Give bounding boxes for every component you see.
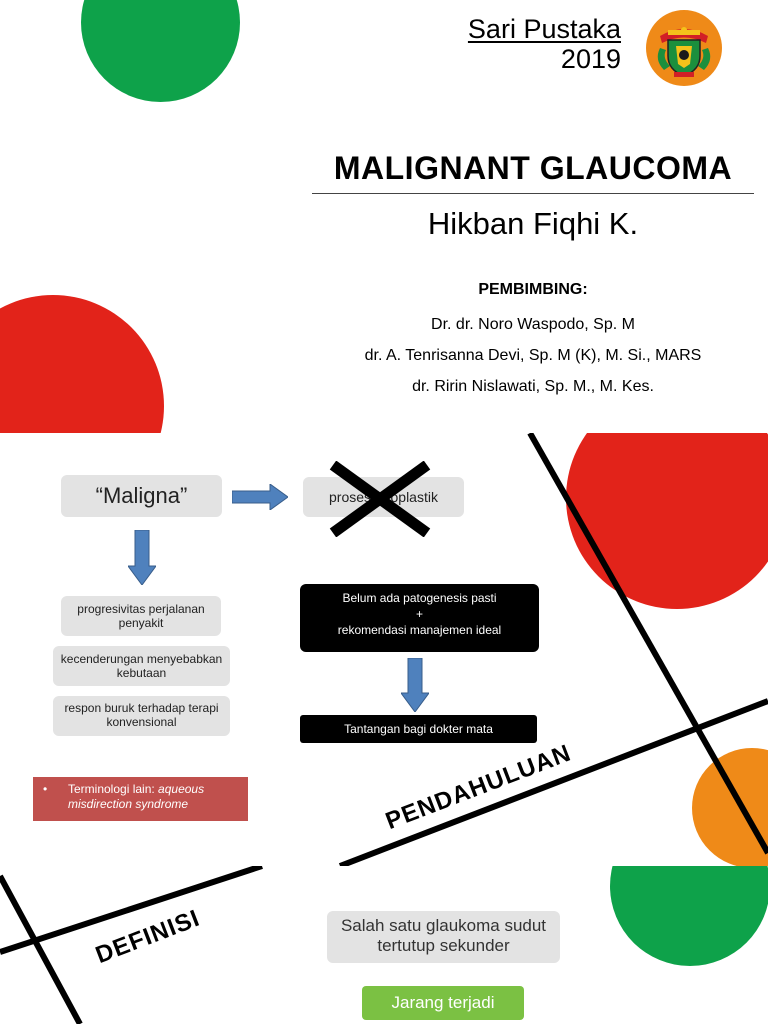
- pathogenesis-plus: +: [415, 607, 423, 621]
- challenge-label: Tantangan bagi dokter mata: [344, 722, 493, 736]
- university-seal-icon: [646, 10, 722, 86]
- pathogenesis-line: Belum ada patogenesis pasti: [342, 591, 497, 605]
- supervisor-list: Dr. dr. Noro Waspodo, Sp. M dr. A. Tenri…: [312, 309, 754, 402]
- terminology-note: • Terminologi lain: aqueous misdirection…: [33, 777, 248, 821]
- terminology-term: aqueous misdirection syndrome: [68, 782, 205, 811]
- pathogenesis-line: rekomendasi manajemen ideal: [337, 623, 502, 637]
- series-year: 2019: [560, 44, 621, 74]
- rarity-badge: Jarang terjadi: [362, 986, 524, 1020]
- challenge-box: Tantangan bagi dokter mata: [300, 715, 537, 743]
- arrow-down-icon: [401, 658, 429, 712]
- decor-green-circle: [81, 0, 240, 102]
- maligna-box: “Maligna”: [61, 475, 222, 517]
- title-slide: Sari Pustaka 2019 MALIGNANT GLAUCOMA Hik…: [0, 0, 768, 433]
- reason-text: progresivitas perjalanan penyakit: [77, 602, 205, 630]
- decor-diagonal-lines: [0, 866, 263, 1024]
- title-divider: [312, 193, 754, 194]
- arrow-right-icon: [232, 484, 288, 510]
- rarity-label: Jarang terjadi: [391, 993, 495, 1012]
- maligna-label: “Maligna”: [95, 483, 188, 508]
- presentation-title: MALIGNANT GLAUCOMA: [333, 150, 733, 186]
- reason-box: kecenderungan menyebabkan kebutaan: [53, 646, 230, 686]
- supervisor-item: dr. Ririn Nislawati, Sp. M., M. Kes.: [412, 378, 654, 395]
- terminology-prefix: Terminologi lain:: [68, 782, 159, 796]
- author-name: Hikban Fiqhi K.: [427, 206, 639, 241]
- bullet-icon: •: [43, 782, 48, 796]
- pathogenesis-box: Belum ada patogenesis pasti + rekomendas…: [300, 584, 539, 652]
- intro-slide: “Maligna” proses neoplastik progresivita…: [0, 433, 768, 866]
- supervisor-label: PEMBIMBING:: [478, 281, 588, 298]
- decor-red-circle: [0, 295, 164, 433]
- supervisor-item: dr. A. Tenrisanna Devi, Sp. M (K), M. Si…: [364, 347, 702, 364]
- series-name: Sari Pustaka: [467, 14, 621, 44]
- reason-box: respon buruk terhadap terapi konvensiona…: [53, 696, 230, 736]
- decor-diagonal-lines: [338, 433, 768, 866]
- definition-box: Salah satu glaukoma sudut tertutup sekun…: [327, 911, 560, 963]
- supervisor-item: Dr. dr. Noro Waspodo, Sp. M: [431, 316, 635, 333]
- reason-text: kecenderungan menyebabkan kebutaan: [60, 652, 223, 680]
- series-heading: Sari Pustaka 2019: [468, 14, 621, 74]
- reason-box: progresivitas perjalanan penyakit: [61, 596, 221, 636]
- cross-out-icon: [329, 461, 431, 537]
- definition-slide: DEFINISI Salah satu glaukoma sudut tertu…: [0, 866, 768, 1024]
- definition-text: Salah satu glaukoma sudut tertutup sekun…: [340, 916, 547, 955]
- reason-text: respon buruk terhadap terapi konvensiona…: [64, 701, 219, 729]
- arrow-down-icon: [128, 530, 156, 585]
